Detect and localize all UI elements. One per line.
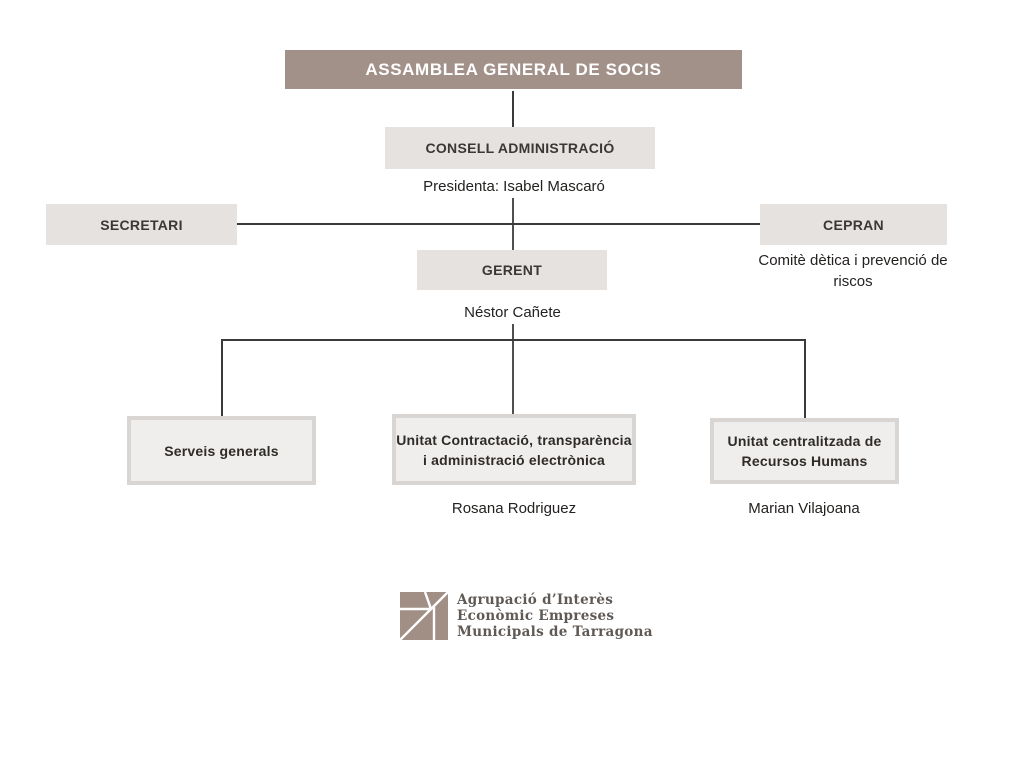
aie-logo-text-line2: Econòmic Empreses — [457, 608, 615, 624]
connector-assamblea-consell — [512, 91, 514, 127]
unit-contractacio-person: Rosana Rodriguez — [451, 500, 577, 517]
connector-unit-left-drop — [221, 339, 223, 417]
node-unit-contractacio-box: Unitat Contractació, transparència i adm… — [392, 414, 636, 485]
footer-logo: Agrupació d’Interès Econòmic Empreses Mu… — [400, 592, 653, 640]
connector-gerent-units — [512, 324, 514, 415]
node-secretari-box: SECRETARI — [46, 204, 237, 245]
node-unit-serveis-box: Serveis generals — [127, 416, 316, 485]
gerent-person-label: Néstor Cañete — [464, 304, 561, 321]
node-consell-box: CONSELL ADMINISTRACIÓ — [385, 127, 655, 169]
node-unit-rrhh-box: Unitat centralitzada de Recursos Humans — [710, 418, 899, 484]
unit-rrhh-person: Marian Vilajoana — [748, 500, 860, 517]
node-secretari-label: SECRETARI — [100, 216, 183, 233]
aie-logo-text-line3: Municipals de Tarragona — [457, 624, 653, 640]
aie-logo-text: Agrupació d’Interès Econòmic Empreses Mu… — [457, 592, 653, 640]
node-unit-serveis-label: Serveis generals — [164, 442, 279, 459]
node-assamblea-box: ASSAMBLEA GENERAL DE SOCIS — [285, 50, 742, 89]
node-cepran-label: CEPRAN — [823, 216, 884, 233]
node-unit-contractacio-label: Unitat Contractació, transparència i adm… — [396, 431, 632, 468]
aie-logo-text-line1: Agrupació d’Interès — [457, 592, 614, 608]
connector-secretari-cepran — [237, 223, 760, 225]
connector-units-horizontal — [221, 339, 805, 341]
node-gerent-box: GERENT — [417, 250, 607, 290]
connector-unit-right-drop — [804, 339, 806, 418]
node-cepran-box: CEPRAN — [760, 204, 947, 245]
node-unit-rrhh-label: Unitat centralitzada de Recursos Humans — [727, 433, 882, 469]
node-assamblea-label: ASSAMBLEA GENERAL DE SOCIS — [365, 59, 662, 79]
consell-person-label: Presidenta: Isabel Mascaró — [423, 178, 605, 195]
cepran-description: Comitè dètica i prevenció de riscos — [758, 252, 948, 290]
node-consell-label: CONSELL ADMINISTRACIÓ — [425, 140, 615, 156]
node-gerent-label: GERENT — [481, 262, 543, 278]
aie-logo-mark — [400, 592, 448, 640]
